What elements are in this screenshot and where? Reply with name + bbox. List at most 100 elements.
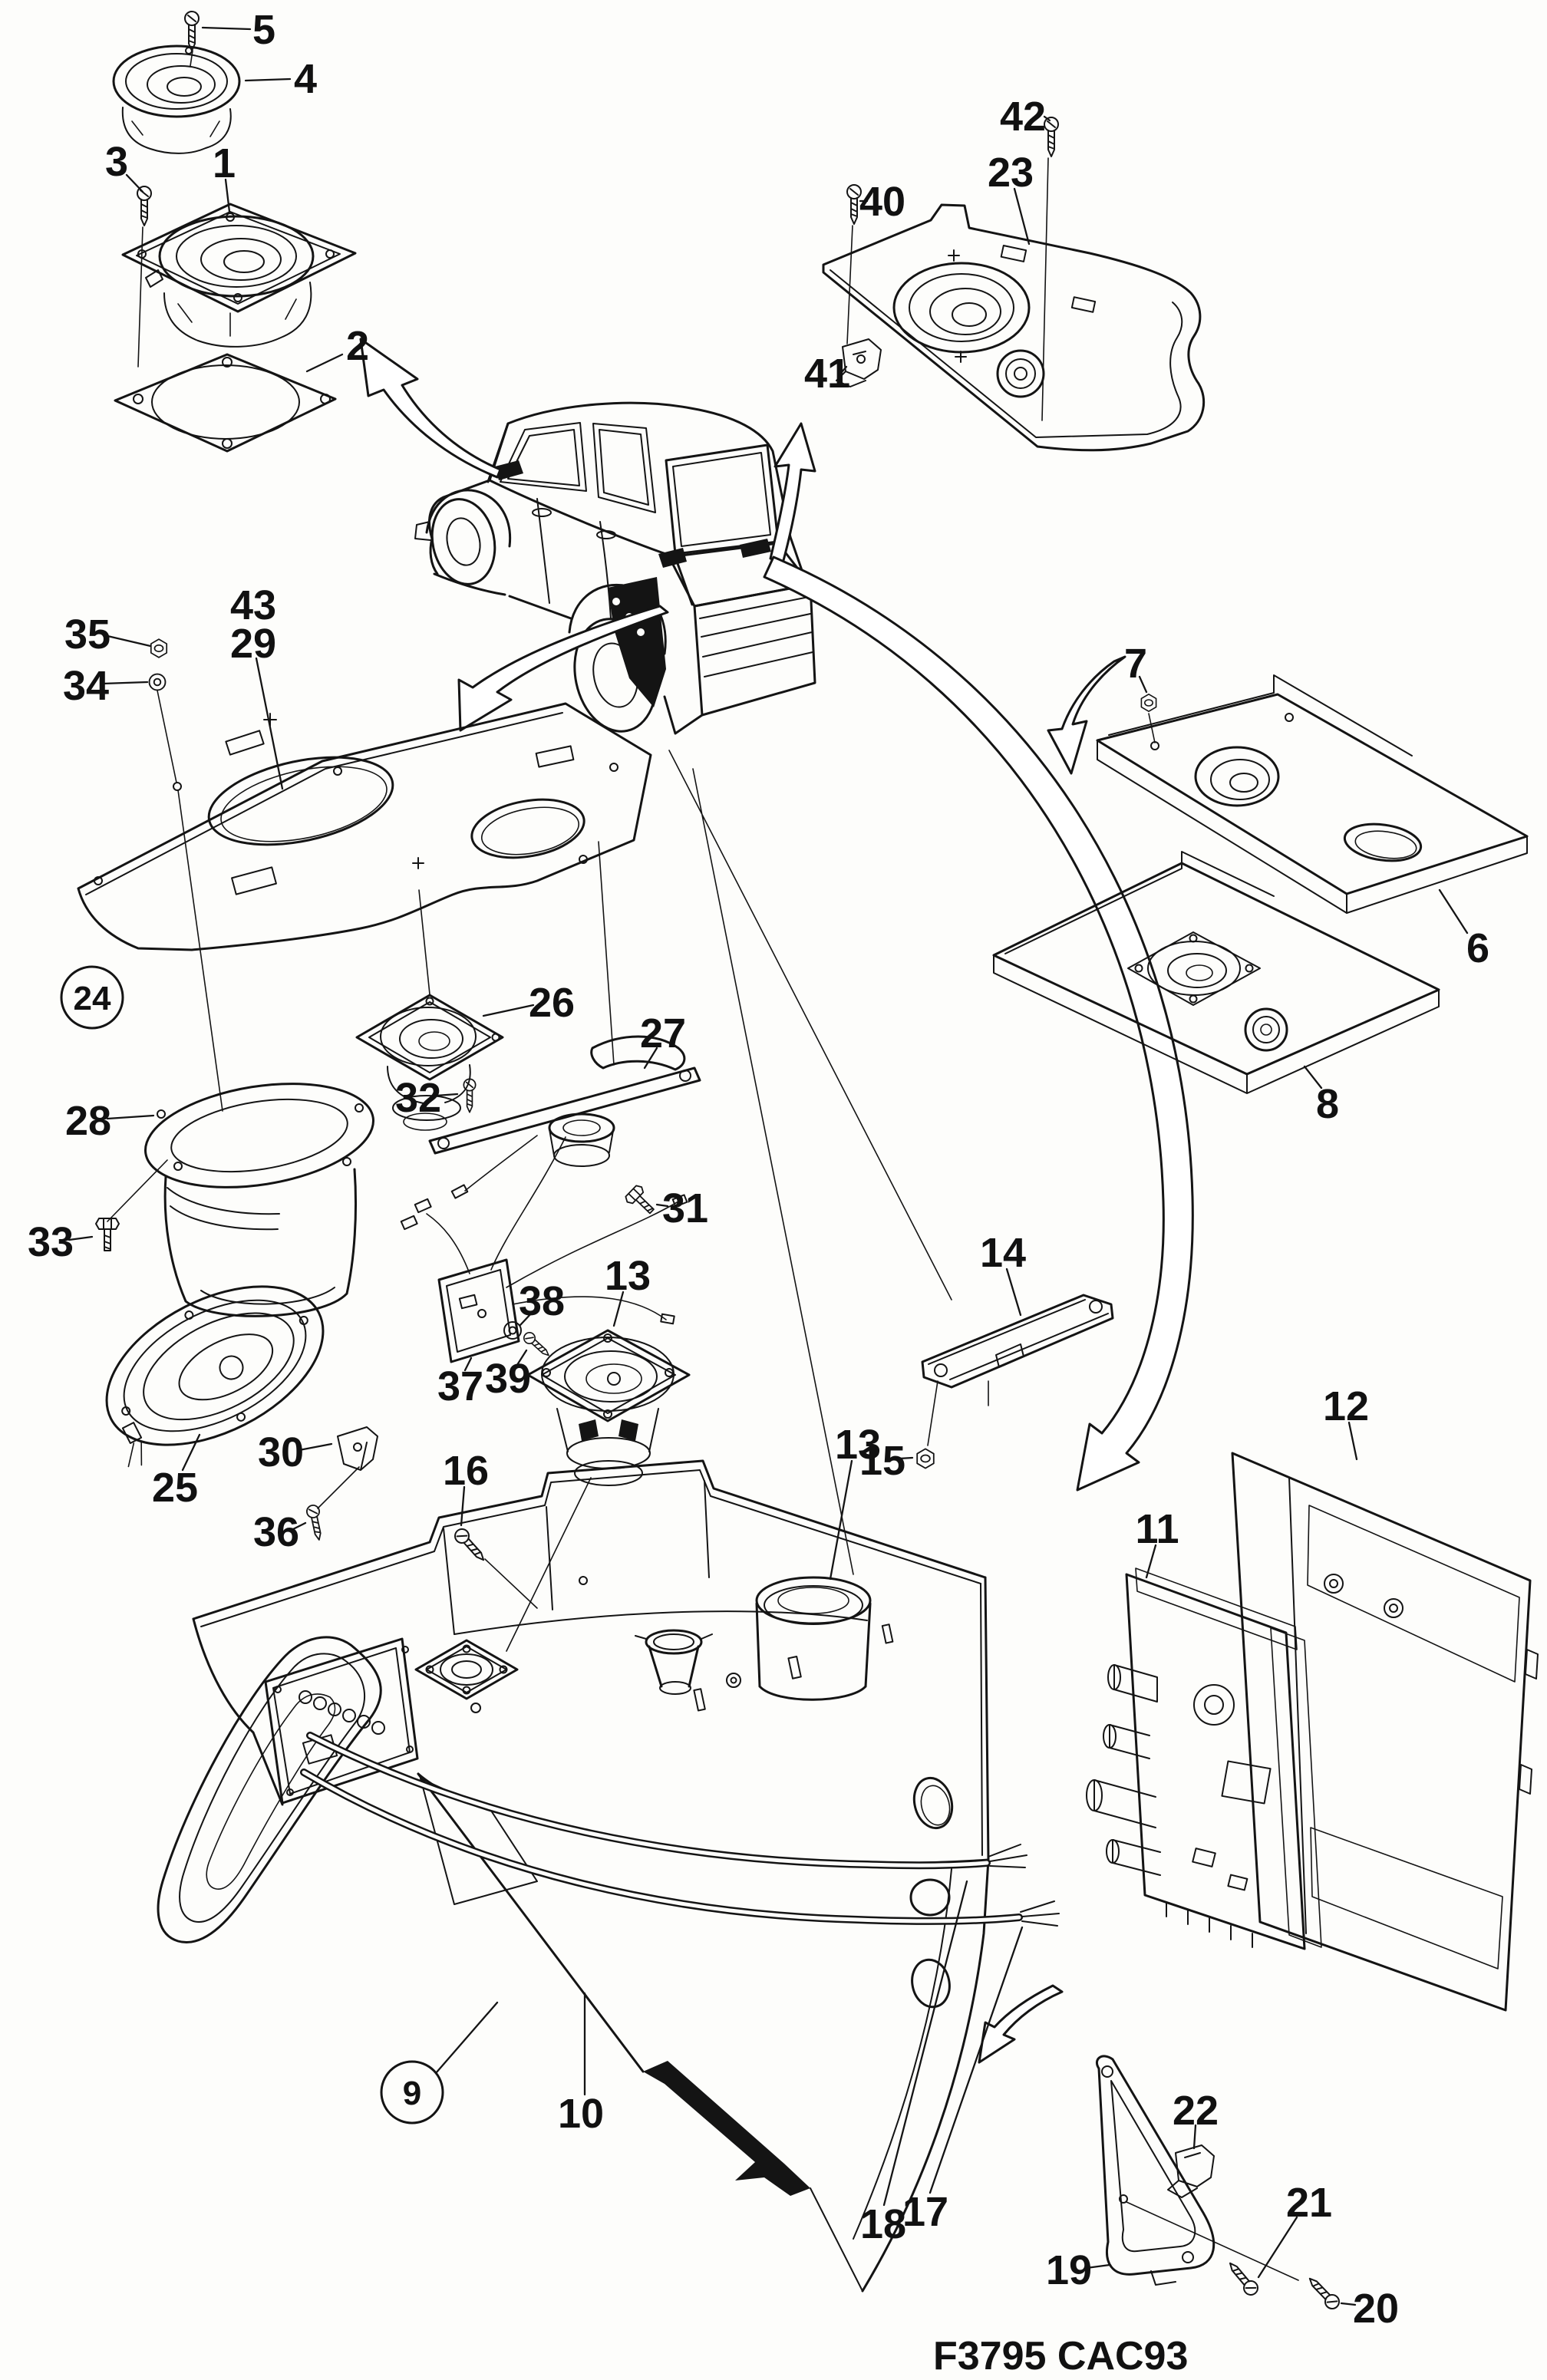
callout-13-a: 13 <box>605 1253 651 1299</box>
callout-4: 4 <box>294 56 317 102</box>
callout-leader-lines <box>68 26 1469 2306</box>
front-speaker-group <box>112 11 357 453</box>
callout-10: 10 <box>558 2091 604 2137</box>
install-arrows <box>359 338 1194 2064</box>
callout-39: 39 <box>485 1356 531 1402</box>
callout-38: 38 <box>519 1278 565 1324</box>
shelf-speaker-location-left <box>658 548 687 568</box>
woofer-25 <box>105 1285 325 1468</box>
screw-16-icon <box>451 1525 490 1566</box>
callout-43: 43 <box>230 582 276 628</box>
bolt-31-icon <box>622 1182 660 1220</box>
speaker-cables-17-18 <box>300 1732 1060 1927</box>
arrow-to-front-speakers <box>359 338 502 479</box>
callout-36: 36 <box>253 1509 299 1555</box>
arrow-to-shelf-panels <box>1047 655 1126 775</box>
shelf-panel-29 <box>77 702 652 951</box>
callout-3: 3 <box>105 139 128 185</box>
callout-33: 33 <box>28 1219 74 1265</box>
callout-29: 29 <box>230 621 276 667</box>
quarter-speaker-group <box>451 1182 1114 1566</box>
callout-19: 19 <box>1046 2247 1092 2293</box>
speaker-26 <box>355 994 504 1131</box>
rear-speaker-kit-group <box>95 994 701 1542</box>
callout-22: 22 <box>1173 2088 1219 2134</box>
shelf-speaker-location-right <box>740 539 771 558</box>
callout-40: 40 <box>859 179 905 225</box>
nut-7-icon <box>1140 693 1157 713</box>
callout-31: 31 <box>662 1185 708 1231</box>
callout-9: 9 <box>403 2075 421 2112</box>
callout-20: 20 <box>1353 2286 1399 2332</box>
callout-12: 12 <box>1323 1383 1369 1429</box>
callout-21: 21 <box>1286 2180 1332 2226</box>
callout-24: 24 <box>74 980 111 1017</box>
figure-code: F3795 CAC93 <box>933 2334 1188 2378</box>
callout-13-b: 13 <box>835 1422 881 1468</box>
console-speaker-plate <box>414 1639 519 1700</box>
bracket-group <box>1095 2055 1343 2312</box>
panel-8 <box>992 851 1440 1094</box>
dash-speaker-panel-group <box>822 117 1206 452</box>
console-connector-panel <box>264 1637 419 1805</box>
screw-36-icon <box>305 1503 326 1542</box>
callout-labels: 1 2 3 4 5 6 7 8 9 10 11 12 13 13 14 15 1… <box>28 7 1489 2332</box>
callout-25: 25 <box>152 1465 198 1511</box>
dash-speaker-location <box>495 460 523 480</box>
speaker-1 <box>121 203 357 348</box>
clip-22-icon <box>1167 2144 1215 2198</box>
callout-1: 1 <box>213 140 236 186</box>
callout-35: 35 <box>64 611 110 658</box>
panel-6 <box>1096 674 1529 914</box>
callout-32: 32 <box>395 1075 441 1121</box>
screw-20-icon <box>1304 2273 1343 2312</box>
callout-14: 14 <box>980 1230 1026 1276</box>
screw-32-icon <box>463 1078 477 1113</box>
amplifier-board-11 <box>1086 1567 1322 1950</box>
clip-41 <box>836 338 882 387</box>
arrow-to-bracket <box>978 1984 1064 2064</box>
callout-2: 2 <box>346 323 369 369</box>
mounting-strap-14 <box>921 1294 1114 1389</box>
rear-shelf-group <box>77 638 652 951</box>
callout-34: 34 <box>63 663 109 709</box>
callout-15: 15 <box>859 1438 905 1484</box>
tweeter-bracket-27 <box>428 1035 701 1199</box>
callout-42: 42 <box>1000 94 1046 140</box>
callout-17: 17 <box>902 2189 948 2235</box>
callout-23: 23 <box>988 150 1034 196</box>
nut-15-icon <box>916 1448 935 1469</box>
callout-41: 41 <box>804 351 850 397</box>
callout-9-circled: 9 <box>380 2060 444 2125</box>
crossover-37 <box>400 1136 688 1363</box>
callout-5: 5 <box>252 7 275 53</box>
bracket-30 <box>337 1426 378 1471</box>
arrow-to-rear-shelf <box>457 605 669 732</box>
console-horn-tweeter <box>635 1629 713 1695</box>
enclosure-28 <box>144 1083 374 1317</box>
amplifier-group <box>1086 1452 1539 2012</box>
bracket-19 <box>1095 2055 1216 2286</box>
callout-18: 18 <box>860 2201 906 2247</box>
panel-23 <box>822 203 1206 452</box>
speaker-13-upper <box>526 1329 691 1486</box>
screw-21-icon <box>1224 2258 1262 2299</box>
callout-30: 30 <box>258 1429 304 1475</box>
callout-27: 27 <box>640 1010 686 1056</box>
console-speaker-13-lower <box>755 1576 872 1701</box>
console-enclosure-10 <box>192 1459 990 2293</box>
washer-38-icon <box>503 1321 522 1340</box>
screw-5-icon <box>184 11 200 51</box>
callout-37: 37 <box>437 1363 483 1409</box>
callout-24-circled: 24 <box>60 965 124 1030</box>
arrow-to-dash-panel <box>769 422 816 565</box>
nut-35-icon <box>150 638 168 658</box>
callout-6: 6 <box>1466 925 1489 971</box>
center-console-group <box>157 1459 1060 2293</box>
callout-11: 11 <box>1135 1506 1179 1552</box>
callout-26: 26 <box>529 980 575 1026</box>
shelf-speaker-panels-group <box>992 674 1529 1094</box>
washer-34-icon <box>148 673 167 691</box>
gasket-2 <box>114 353 337 453</box>
